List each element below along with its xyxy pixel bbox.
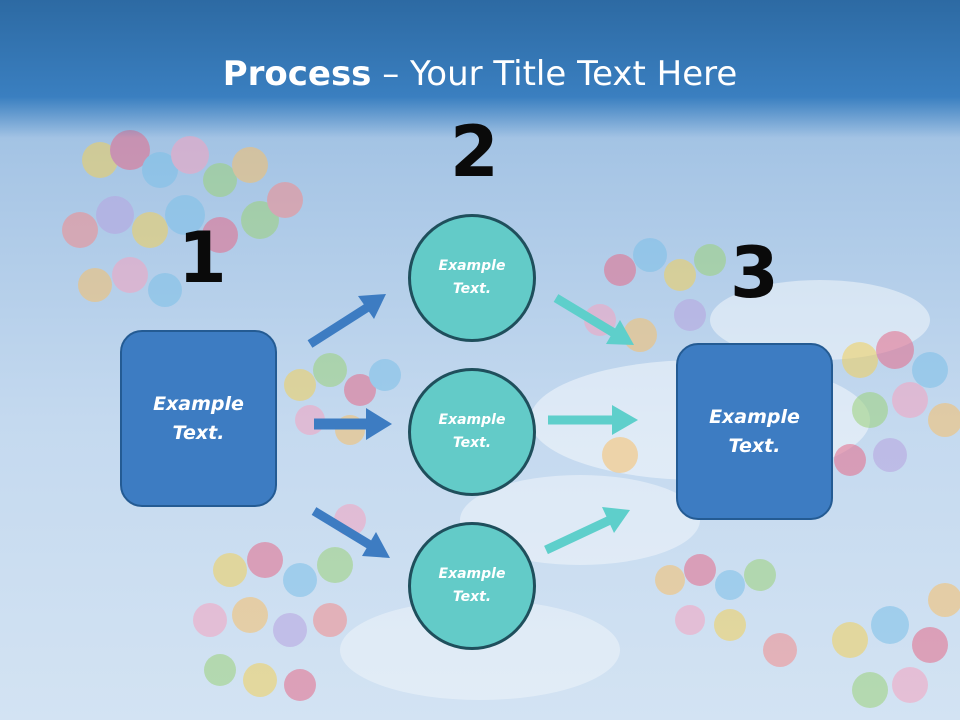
left-box-text: Example Text. [153,392,244,444]
top-circle-text: Example Text. [438,258,506,297]
arrow-left-to-middle [314,408,392,440]
left-process-box: Example Text. [120,330,277,507]
header-band [0,0,960,138]
top-circle: Example Text. [408,214,536,342]
arrow-top-to-right [553,294,634,345]
title-rest: – Your Title Text Here [371,54,738,94]
slide-title: Process – Your Title Text Here [0,52,960,96]
arrow-left-to-top [307,294,386,348]
arrow-left-to-bottom [311,507,390,558]
bottom-circle-text: Example Text. [438,566,506,605]
right-process-box: Example Text. [676,343,833,520]
bottom-circle: Example Text. [408,522,536,650]
middle-circle: Example Text. [408,368,536,496]
title-bold: Process [222,54,372,94]
right-box-text: Example Text. [709,405,800,457]
step-number-2: 2 [450,111,499,193]
step-number-1: 1 [178,217,227,299]
arrow-middle-to-right [548,405,638,435]
middle-circle-text: Example Text. [438,412,506,451]
step-number-3: 3 [730,232,779,314]
arrow-bottom-to-right [544,507,630,555]
